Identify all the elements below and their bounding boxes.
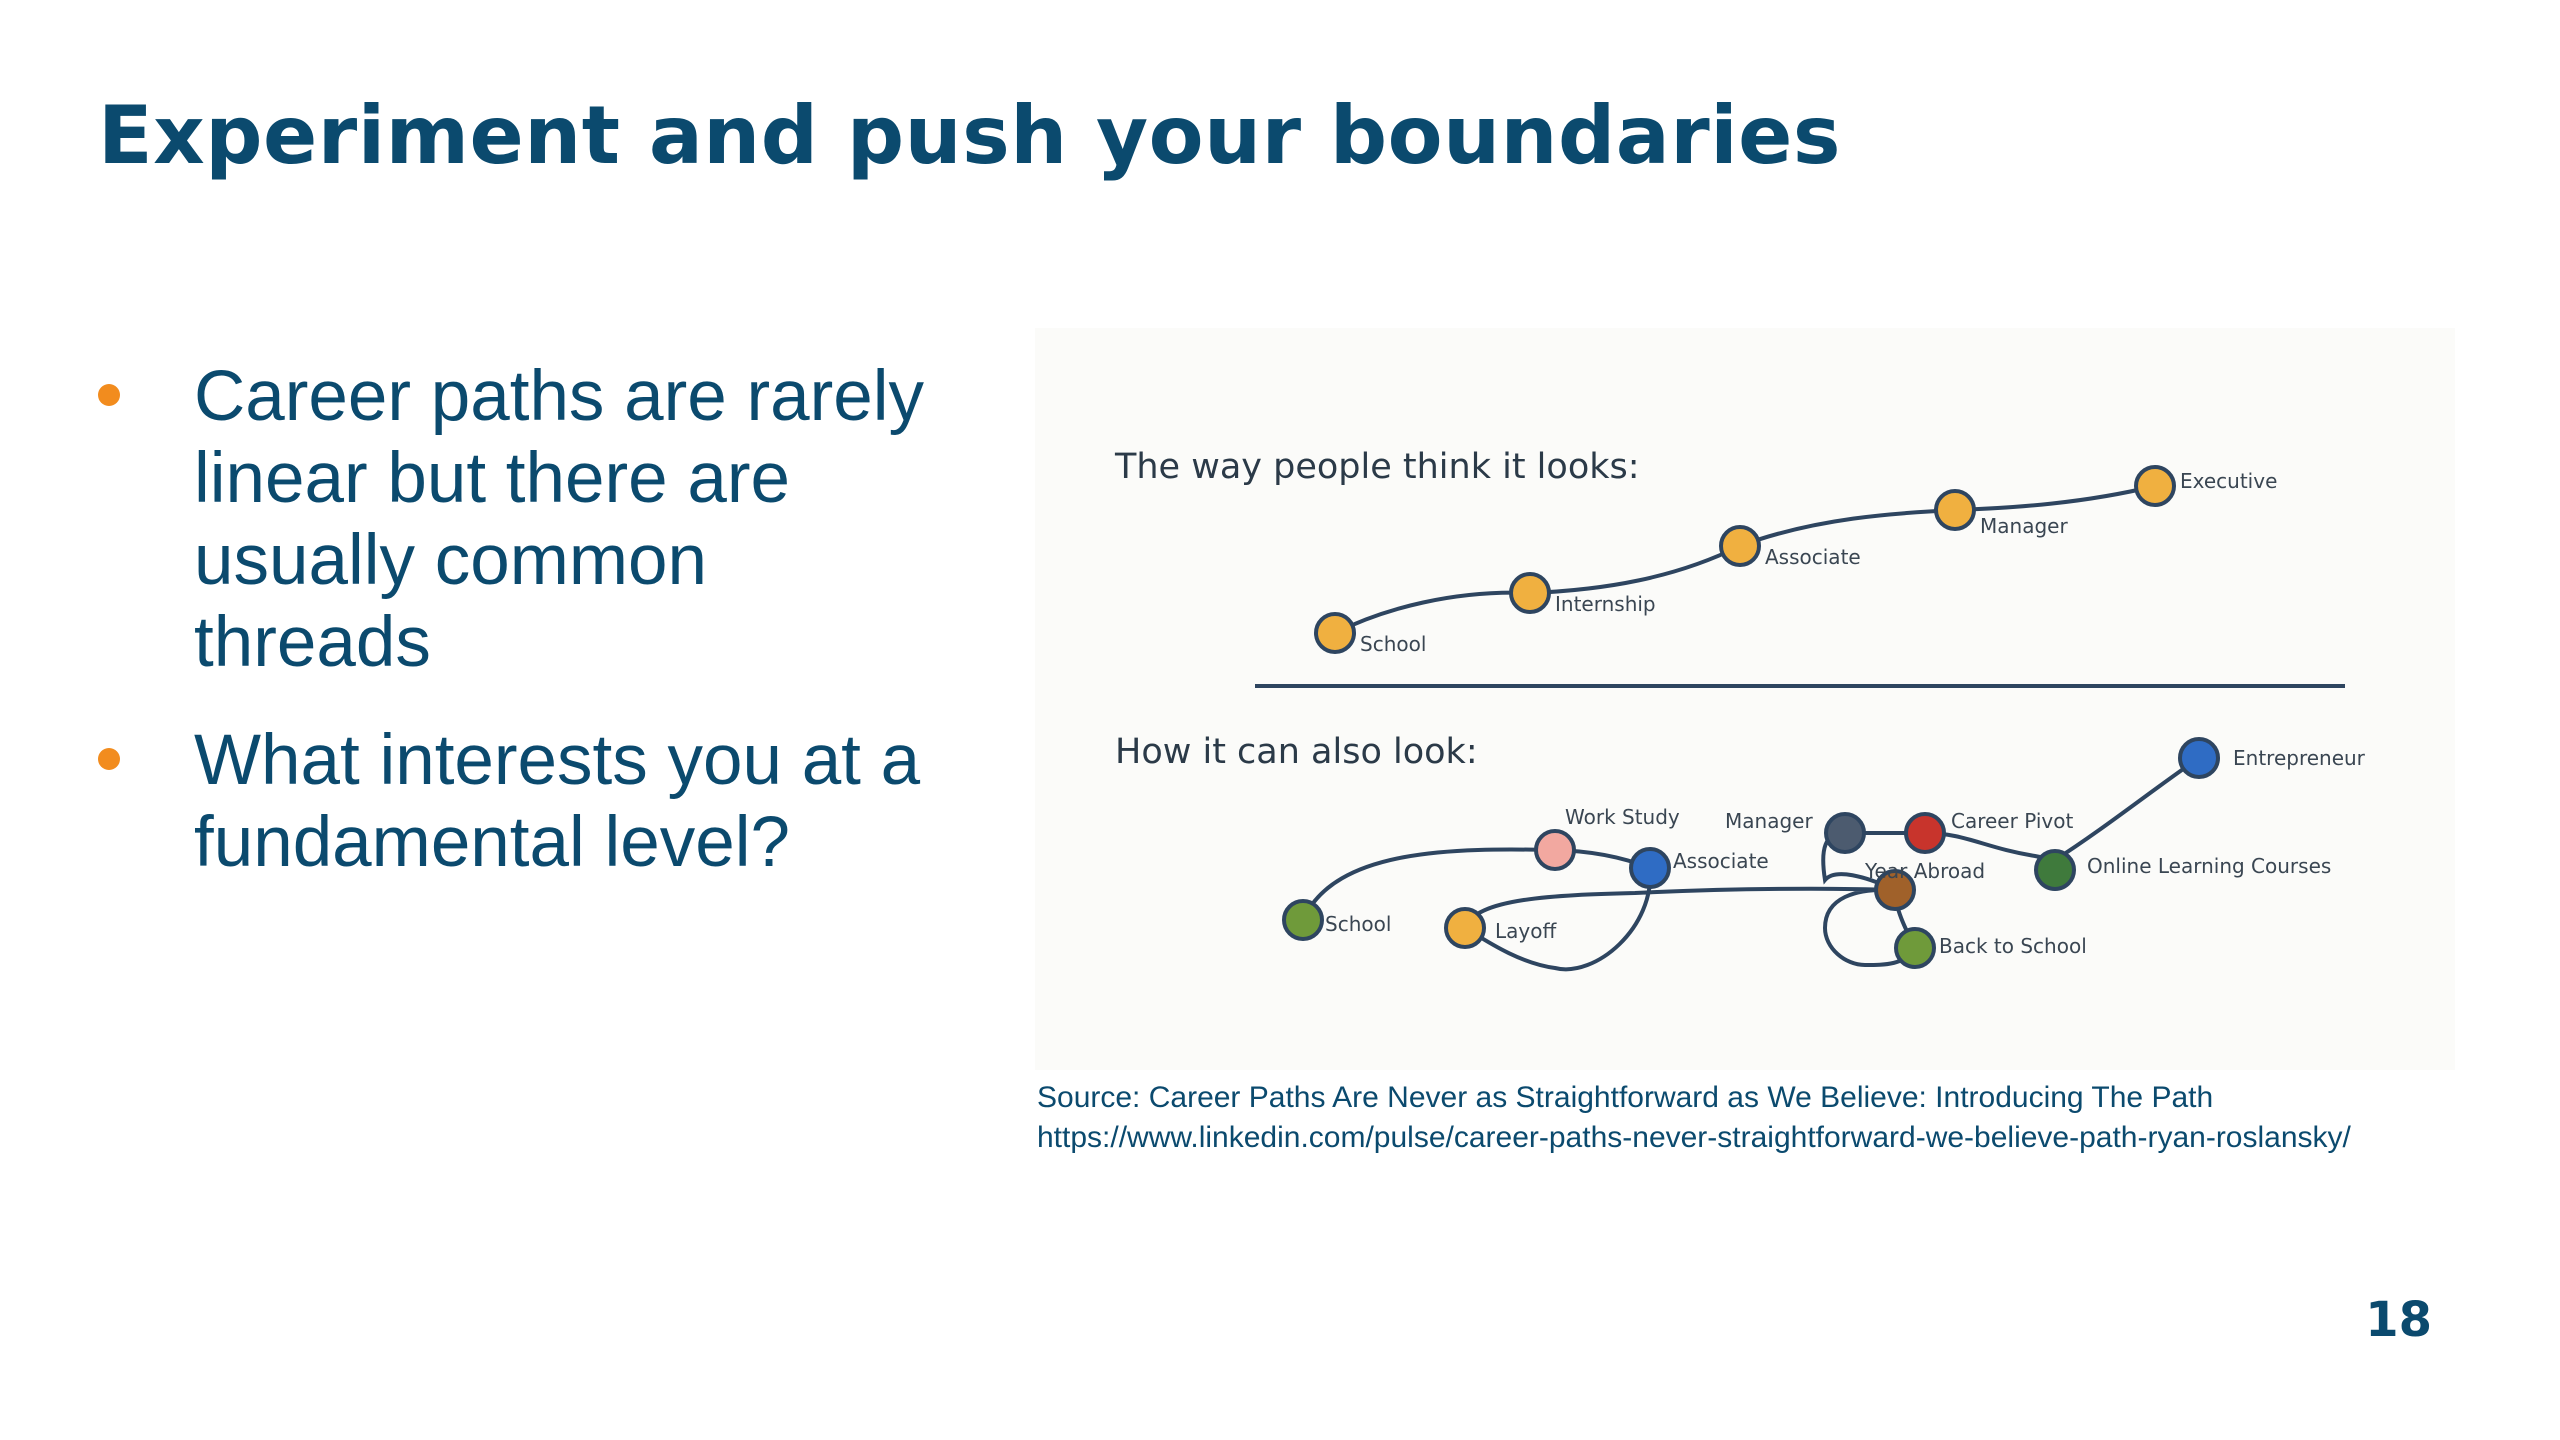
node-label: School — [1325, 912, 1391, 936]
node-label: Layoff — [1495, 919, 1557, 943]
node-layoff-icon — [1444, 907, 1486, 949]
node-label: Associate — [1673, 849, 1769, 873]
career-path-figure: The way people think it looks: How it ca… — [1035, 328, 2455, 1070]
bullet-marker-icon — [98, 748, 120, 770]
node-internship-icon — [1509, 572, 1551, 614]
figure-heading-top: The way people think it looks: — [1114, 447, 1640, 487]
node-manager-icon — [1934, 489, 1976, 531]
node-back-to-school-icon — [1894, 927, 1936, 969]
bullet-item: Career paths are rarely linear but there… — [98, 356, 958, 684]
source-citation: Source: Career Paths Are Never as Straig… — [1037, 1078, 2517, 1158]
figure-heading-bottom: How it can also look: — [1115, 732, 1478, 772]
bullet-text: Career paths are rarely linear but there… — [194, 357, 925, 682]
node-label: Manager — [1980, 514, 2068, 538]
node-label: School — [1360, 632, 1426, 656]
node-executive-icon — [2134, 465, 2176, 507]
node-label: Internship — [1555, 592, 1656, 616]
bullet-item: What interests you at a fundamental leve… — [98, 720, 958, 884]
node-manager-alt-icon — [1824, 812, 1866, 854]
slide-title: Experiment and push your boundaries — [98, 89, 1842, 182]
source-url: https://www.linkedin.com/pulse/career-pa… — [1037, 1121, 2351, 1154]
node-school-icon — [1314, 612, 1356, 654]
node-label: Entrepreneur — [2233, 746, 2366, 770]
node-label: Year Abroad — [1864, 859, 1985, 883]
node-online-learning-icon — [2034, 849, 2076, 891]
node-work-study-icon — [1534, 829, 1576, 871]
node-career-pivot-icon — [1904, 812, 1946, 854]
node-entrepreneur-icon — [2178, 737, 2220, 779]
node-label: Manager — [1725, 809, 1813, 833]
bullet-list: Career paths are rarely linear but there… — [98, 356, 958, 920]
node-label: Career Pivot — [1951, 809, 2073, 833]
source-title: Source: Career Paths Are Never as Straig… — [1037, 1081, 2214, 1114]
bullet-marker-icon — [98, 384, 120, 406]
node-label: Work Study — [1565, 805, 1680, 829]
node-label: Executive — [2180, 469, 2277, 493]
bullet-text: What interests you at a fundamental leve… — [194, 721, 921, 882]
career-path-diagram: The way people think it looks: How it ca… — [1114, 447, 2366, 972]
node-label: Associate — [1765, 545, 1861, 569]
node-associate-alt-icon — [1629, 847, 1671, 889]
page-number: 18 — [2365, 1292, 2432, 1348]
node-school-alt-icon — [1282, 899, 1324, 941]
node-associate-icon — [1719, 525, 1761, 567]
node-label: Back to School — [1939, 934, 2087, 958]
node-label: Online Learning Courses — [2087, 854, 2331, 878]
node-year-abroad-icon — [1874, 869, 1916, 911]
